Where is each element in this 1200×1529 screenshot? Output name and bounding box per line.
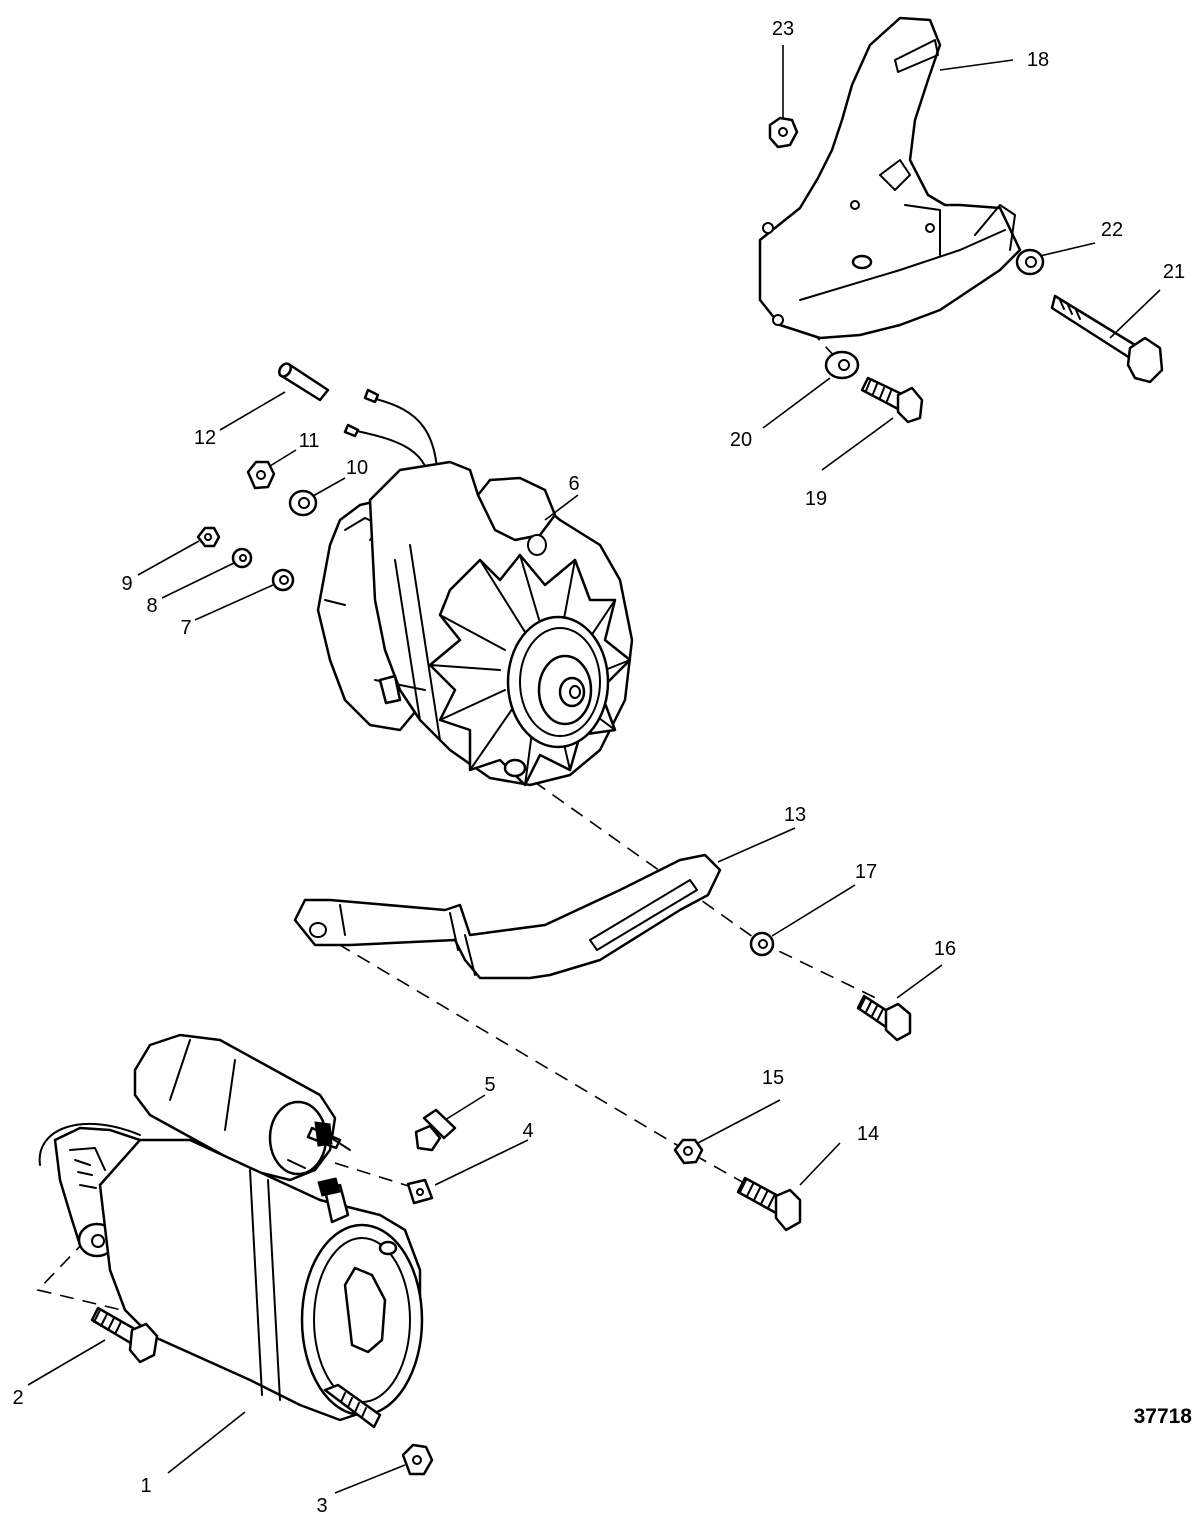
nut-part-11 <box>246 460 276 490</box>
bolt-part-2 <box>90 1306 159 1364</box>
bolt-part-16 <box>856 994 912 1042</box>
adjusting-brace-part-13 <box>293 853 722 980</box>
nut-part-23 <box>768 116 799 149</box>
pin-part-12 <box>278 362 330 402</box>
callout-18: 18 <box>1027 49 1049 71</box>
callout-3: 3 <box>316 1495 327 1517</box>
leader-lines <box>27 45 1161 1494</box>
washer-part-22 <box>1015 248 1045 276</box>
washer-part-20 <box>824 350 860 380</box>
callout-19: 19 <box>805 488 827 510</box>
washer-part-7 <box>271 568 295 592</box>
figure-number: 37718 <box>1134 1405 1193 1428</box>
callout-labels: 1 2 3 4 5 6 7 8 9 10 11 12 13 14 15 16 1… <box>12 18 1185 1517</box>
washer-part-10 <box>288 489 318 517</box>
callout-17: 17 <box>855 861 877 883</box>
callout-11: 11 <box>299 430 320 452</box>
mounting-bracket-part-18 <box>758 16 1022 340</box>
callout-13: 13 <box>784 804 806 826</box>
bolt-part-5 <box>414 1108 457 1152</box>
callout-23: 23 <box>772 18 794 40</box>
bolt-part-14 <box>736 1176 802 1232</box>
nut-part-15 <box>673 1138 704 1165</box>
callout-1: 1 <box>140 1475 151 1497</box>
nut-part-3 <box>401 1443 434 1476</box>
callout-16: 16 <box>934 938 956 960</box>
callout-14: 14 <box>857 1123 879 1145</box>
long-bolt-part-21 <box>1050 294 1164 384</box>
callout-5: 5 <box>484 1074 495 1096</box>
starter-motor-part-1 <box>38 1033 424 1429</box>
callout-2: 2 <box>12 1387 23 1409</box>
callout-10: 10 <box>346 457 368 479</box>
bolt-part-19 <box>860 376 924 424</box>
callout-12: 12 <box>194 427 216 449</box>
alternator-part-6 <box>316 388 634 787</box>
square-nut-part-4 <box>406 1178 434 1205</box>
callout-20: 20 <box>730 429 752 451</box>
callout-22: 22 <box>1101 219 1123 241</box>
callout-6: 6 <box>568 473 579 495</box>
callout-7: 7 <box>180 617 191 639</box>
callout-9: 9 <box>121 573 132 595</box>
nut-part-9 <box>196 526 221 548</box>
callout-21: 21 <box>1163 261 1185 283</box>
callout-8: 8 <box>146 595 157 617</box>
callout-4: 4 <box>522 1120 533 1142</box>
callout-15: 15 <box>762 1067 784 1089</box>
lock-washer-part-8 <box>231 547 253 569</box>
washer-part-17 <box>749 931 775 957</box>
